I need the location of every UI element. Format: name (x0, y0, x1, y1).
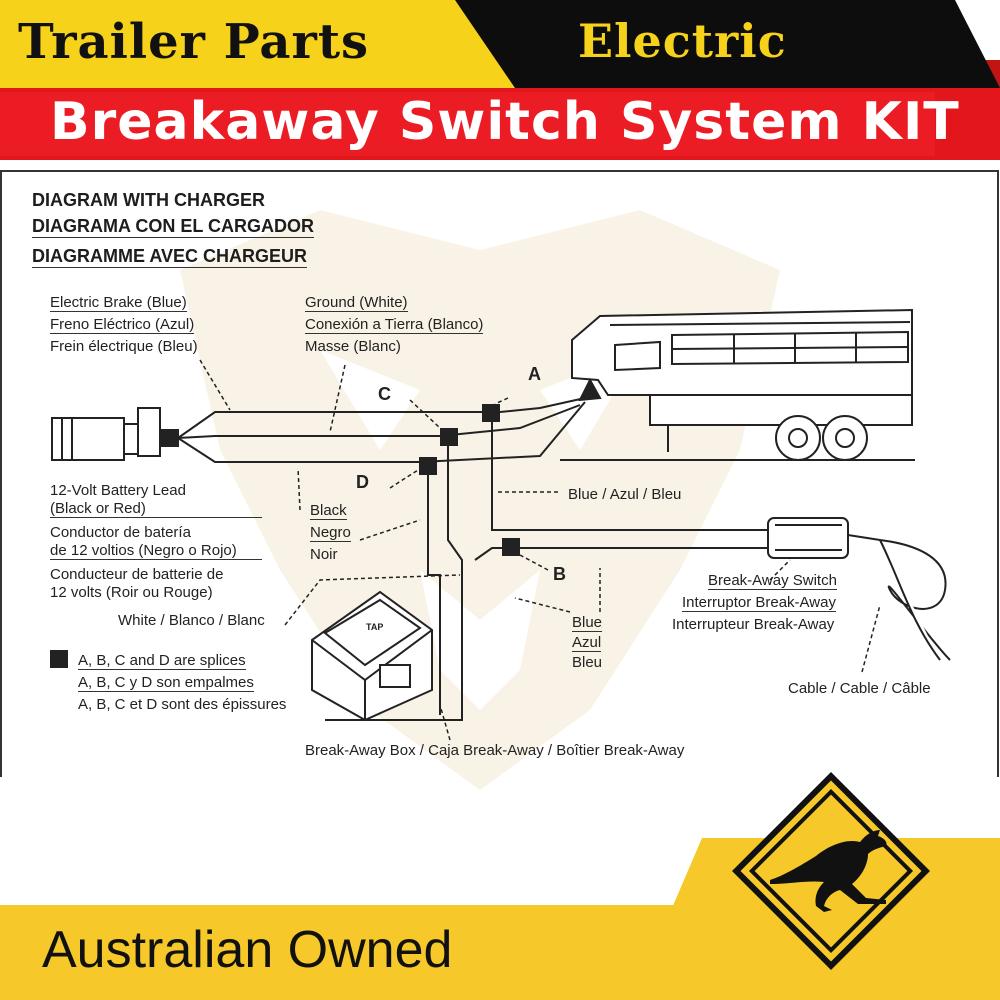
switch-es: Interruptor Break-Away (682, 594, 836, 612)
splice-label-c: C (378, 384, 391, 404)
heading-en: DIAGRAM WITH CHARGER (32, 190, 265, 210)
breakaway-switch (767, 517, 951, 661)
splice-d (419, 457, 437, 475)
splice-label-a: A (528, 364, 541, 384)
header-red-inner (0, 92, 935, 156)
splice-label-b: B (553, 564, 566, 584)
blue-inline-label: Blue / Azul / Bleu (568, 486, 682, 503)
battery-lead-en-2: (Black or Red) (50, 500, 262, 518)
black-fr: Noir (310, 546, 338, 563)
main-wires (177, 397, 586, 463)
diagram-panel (0, 170, 999, 777)
electric-title: Electric (578, 14, 787, 68)
box-brand-label: TAP (366, 622, 383, 632)
battery-lead-en-1: 12-Volt Battery Lead (50, 482, 186, 499)
splices-en: A, B, C and D are splices (78, 652, 246, 670)
electric-brake-es: Freno Eléctrico (Azul) (50, 316, 195, 334)
australian-owned-text: Australian Owned (42, 921, 453, 979)
ground-fr: Masse (Blanc) (305, 338, 401, 355)
blue-en: Blue (572, 614, 603, 632)
breakaway-box-label: Break-Away Box / Caja Break-Away / Boîti… (305, 742, 685, 759)
horse-trailer (560, 308, 915, 461)
breakaway-box (311, 590, 433, 722)
white-label: White / Blanco / Blanc (118, 612, 265, 629)
kangaroo-icon (732, 772, 930, 970)
splice-b (502, 538, 520, 556)
blue-es: Azul (572, 634, 602, 652)
ground-es: Conexión a Tierra (Blanco) (305, 316, 484, 334)
electric-brake-fr: Frein électrique (Bleu) (50, 338, 198, 355)
splice-label-d: D (356, 472, 369, 492)
heading-fr: DIAGRAMME AVEC CHARGEUR (32, 246, 308, 268)
blue-fr: Bleu (572, 654, 603, 671)
splice-c (440, 428, 458, 446)
pointer-lines (199, 359, 881, 741)
splices-fr: A, B, C et D sont des épissures (78, 696, 287, 713)
header-yellow-band (0, 0, 520, 88)
battery-lead-fr-1: Conducteur de batterie de (50, 566, 224, 583)
ground-en: Ground (White) (305, 294, 408, 312)
battery-lead-fr-2: 12 volts (Roir ou Rouge) (50, 584, 213, 601)
splice-a (482, 404, 500, 422)
electric-brake-en: Electric Brake (Blue) (50, 294, 187, 312)
switch-en: Break-Away Switch (708, 572, 837, 590)
switch-fr: Interrupteur Break-Away (672, 616, 835, 633)
trailer-plug (51, 407, 179, 461)
header-black-band (455, 0, 1000, 88)
battery-lead-es-2: de 12 voltios (Negro o Rojo) (50, 542, 262, 560)
trailer-parts-title: Trailer Parts (18, 14, 370, 70)
black-es: Negro (310, 524, 351, 542)
legend-square (50, 650, 68, 668)
box-wires (325, 418, 775, 721)
kit-title: Breakaway Switch System KIT (50, 92, 960, 152)
black-en: Black (310, 502, 347, 520)
heading-es: DIAGRAMA CON EL CARGADOR (32, 216, 314, 238)
cable-label: Cable / Cable / Câble (788, 680, 931, 697)
splices-es: A, B, C y D son empalmes (78, 674, 254, 692)
battery-lead-es-1: Conductor de batería (50, 524, 191, 541)
